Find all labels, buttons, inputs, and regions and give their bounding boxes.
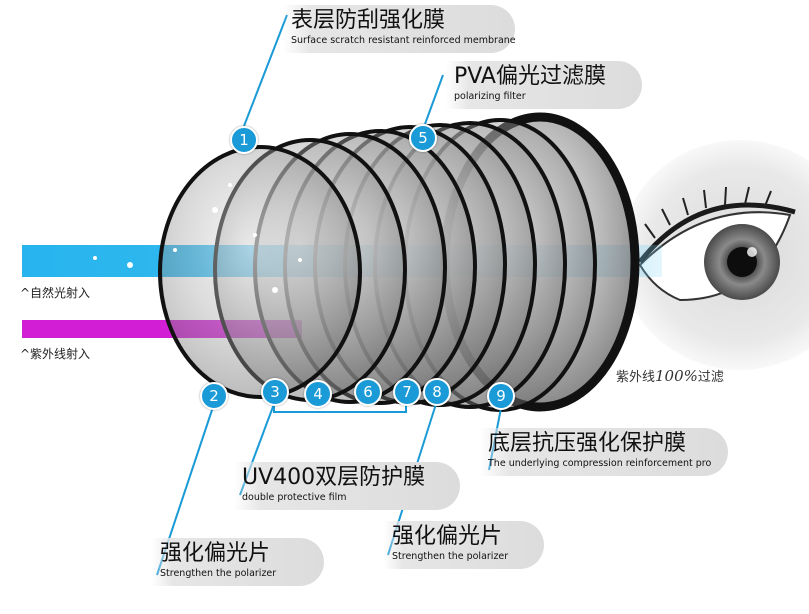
callout-subtitle: Surface scratch resistant reinforced mem… — [291, 35, 516, 46]
layer-number-1: 1 — [230, 126, 258, 154]
callout-subtitle: Strengthen the polarizer — [160, 568, 277, 579]
callout-title: 表层防刮强化膜 — [291, 8, 446, 33]
layer-number-6: 6 — [354, 378, 382, 406]
lens-layer — [158, 145, 362, 399]
layer-number-3: 3 — [261, 378, 289, 406]
callout-uv400-film: UV400双层防护膜 double protective film — [234, 462, 460, 510]
callout-subtitle: double protective film — [242, 492, 347, 503]
callout-subtitle: The underlying compression reinforcement… — [488, 458, 712, 469]
callout-title: UV400双层防护膜 — [242, 465, 426, 490]
layer-number-7: 7 — [393, 378, 421, 406]
sparkles — [93, 183, 302, 293]
callout-surface-film: 表层防刮强化膜 Surface scratch resistant reinfo… — [283, 5, 516, 53]
callout-title: 强化偏光片 — [160, 541, 271, 566]
layer-number-9: 9 — [487, 382, 515, 410]
layer-number-5: 5 — [409, 124, 437, 152]
uv-filter-note: 紫外线100%过滤 — [616, 366, 724, 385]
callout-pva-filter: PVA偏光过滤膜 polarizing filter — [446, 61, 642, 109]
callout-title: 底层抗压强化保护膜 — [488, 431, 687, 456]
callout-polarizer-left: 强化偏光片 Strengthen the polarizer — [152, 538, 324, 586]
callout-subtitle: Strengthen the polarizer — [392, 551, 509, 562]
layer-number-4: 4 — [304, 380, 332, 408]
uv-filter-percent: 100% — [655, 367, 698, 385]
eye-illustration — [620, 140, 809, 370]
callout-title: PVA偏光过滤膜 — [454, 64, 606, 89]
natural-light-label: ^自然光射入 — [20, 286, 91, 300]
callout-bottom-film: 底层抗压强化保护膜 The underlying compression rei… — [480, 428, 728, 476]
callout-subtitle: polarizing filter — [454, 91, 526, 102]
lens-layers — [158, 112, 640, 412]
layer-number-2: 2 — [200, 382, 228, 410]
callout-polarizer-right: 强化偏光片 Strengthen the polarizer — [384, 521, 544, 569]
layer-number-8: 8 — [423, 378, 451, 406]
callout-title: 强化偏光片 — [392, 524, 503, 549]
uv-filter-prefix: 紫外线 — [616, 370, 656, 385]
uv-light-label: ^紫外线射入 — [20, 347, 91, 361]
uv-filter-suffix: 过滤 — [697, 370, 724, 385]
